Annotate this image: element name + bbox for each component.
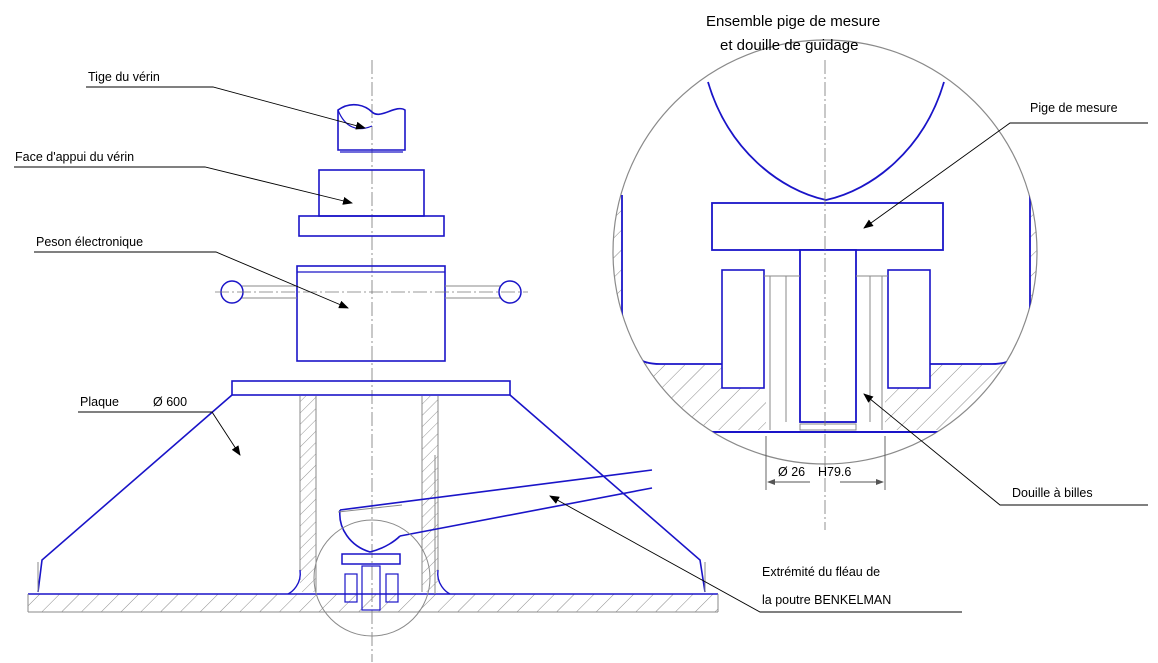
detail-view	[612, 39, 1038, 530]
detail-title-line2: et douille de guidage	[720, 37, 858, 54]
label-douille: Douille à billes	[1012, 486, 1093, 500]
label-fleau-line2: la poutre BENKELMAN	[762, 593, 891, 607]
benkelman-beam	[337, 469, 653, 553]
left-assembly	[27, 60, 719, 662]
label-plaque: Plaque	[80, 395, 119, 409]
probe-assembly-small	[341, 553, 401, 611]
dimension-diameter-text: Ø 26	[778, 465, 805, 479]
leader-plaque	[78, 411, 241, 456]
dimension-fit-text: H79.6	[818, 465, 851, 479]
leader-face	[14, 166, 353, 205]
leader-peson	[34, 251, 349, 309]
jack-bearing-face	[298, 169, 445, 237]
label-pige: Pige de mesure	[1030, 101, 1118, 115]
detail-title-line1: Ensemble pige de mesure	[706, 13, 880, 30]
label-tige: Tige du vérin	[88, 70, 160, 84]
leader-tige	[86, 86, 366, 130]
electronic-load-cell	[215, 265, 528, 362]
leader-lines	[14, 86, 1148, 613]
text-labels: Tige du vérin Face d'appui du vérin Peso…	[15, 13, 1118, 607]
detail-marker-circle	[313, 519, 431, 637]
label-face: Face d'appui du vérin	[15, 150, 134, 164]
label-plaque-diameter: Ø 600	[153, 395, 187, 409]
handle-knob-right	[498, 280, 522, 304]
leader-fleau	[549, 495, 962, 613]
measuring-pin	[711, 202, 944, 423]
label-fleau-line1: Extrémité du fléau de	[762, 565, 880, 579]
diameter-dimension	[765, 436, 886, 490]
leader-pige	[863, 122, 1148, 229]
base-plate	[27, 380, 719, 613]
leader-douille	[863, 393, 1148, 506]
label-peson: Peson électronique	[36, 235, 143, 249]
jack-rod	[337, 103, 406, 153]
